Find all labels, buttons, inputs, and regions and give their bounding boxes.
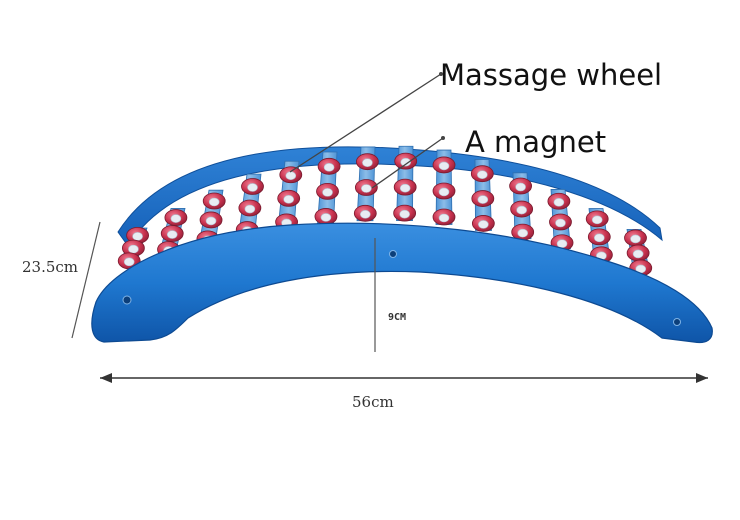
bolt-hole bbox=[122, 295, 132, 305]
leader-line-magnet bbox=[371, 137, 444, 189]
massage-wheel bbox=[470, 165, 494, 183]
massage-wheel bbox=[126, 226, 150, 244]
arrow-right bbox=[696, 373, 708, 383]
massage-wheel bbox=[510, 200, 534, 218]
massage-wheel bbox=[355, 153, 379, 171]
leader-line-wheel bbox=[289, 73, 442, 173]
massage-wheel bbox=[393, 178, 417, 196]
massage-wheel bbox=[587, 228, 611, 246]
massage-wheel bbox=[164, 209, 188, 226]
massage-wheel bbox=[432, 182, 456, 200]
bolt-hole bbox=[673, 318, 681, 326]
massage-wheel bbox=[394, 152, 418, 170]
massage-wheel bbox=[241, 178, 264, 195]
massage-wheel bbox=[626, 244, 650, 262]
massage-wheel bbox=[316, 182, 339, 200]
label-magnet: A magnet bbox=[465, 125, 607, 159]
massage-wheel bbox=[432, 156, 456, 174]
massage-wheel bbox=[238, 199, 262, 217]
dimension-line-height bbox=[71, 221, 101, 339]
massage-wheel bbox=[471, 190, 495, 207]
massage-wheel bbox=[314, 208, 338, 225]
massage-wheel bbox=[160, 225, 184, 242]
massage-wheel bbox=[585, 210, 609, 228]
massage-wheel bbox=[509, 177, 532, 195]
massage-wheel bbox=[279, 166, 303, 184]
massage-wheel bbox=[317, 157, 341, 175]
massage-wheel bbox=[549, 213, 572, 231]
massage-wheel bbox=[202, 192, 226, 210]
front-body bbox=[91, 222, 713, 344]
massage-wheel bbox=[471, 215, 495, 232]
massage-wheel bbox=[353, 204, 377, 222]
massage-wheel bbox=[624, 229, 647, 247]
bolt-hole bbox=[389, 250, 397, 258]
label-arch-height: 9CM bbox=[388, 312, 407, 323]
massage-wheel bbox=[393, 204, 417, 222]
arrow-left bbox=[100, 373, 112, 383]
label-massage-wheel: Massage wheel bbox=[440, 58, 663, 92]
massage-wheel bbox=[199, 211, 223, 229]
massage-wheel bbox=[121, 239, 145, 257]
massage-wheel bbox=[432, 208, 456, 226]
label-height: 23.5cm bbox=[22, 258, 79, 276]
massage-wheel bbox=[547, 192, 571, 210]
massage-wheel bbox=[354, 179, 378, 196]
massage-wheel bbox=[277, 189, 301, 207]
label-length: 56cm bbox=[352, 393, 394, 411]
